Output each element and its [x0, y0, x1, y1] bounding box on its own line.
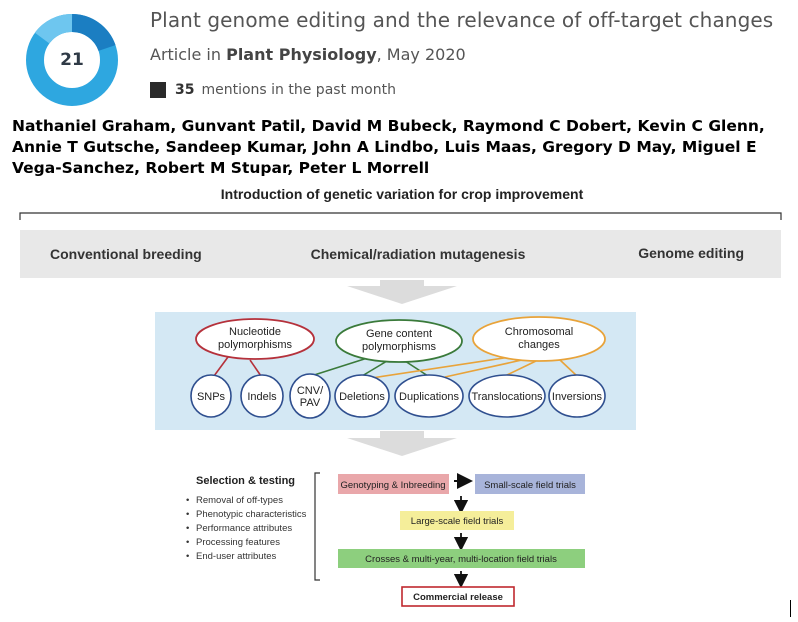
selection-bullet: • — [186, 523, 189, 534]
article-title[interactable]: Plant genome editing and the relevance o… — [150, 8, 774, 32]
selection-bullet: • — [186, 509, 189, 520]
flow-genotyping-label: Genotyping & Inbreeding — [340, 480, 445, 491]
article-journal-line: Article in Plant Physiology, May 2020 — [150, 45, 466, 64]
variant-cnv-line1: CNV/ — [297, 385, 324, 397]
article-type-prefix: Article in — [150, 45, 221, 64]
method-conventional: Conventional breeding — [50, 246, 202, 262]
mentions-square-icon — [150, 82, 166, 98]
selection-item: Performance attributes — [196, 523, 292, 534]
mentions-line: 35 mentions in the past month — [150, 82, 396, 98]
text-cursor — [790, 600, 791, 617]
flow-crosses — [338, 549, 585, 568]
down-arrow-1 — [347, 280, 457, 304]
flow-small-scale — [475, 474, 585, 494]
method-bar — [20, 230, 781, 278]
flow-small-scale-label: Small-scale field trials — [484, 480, 576, 491]
selection-item: Removal of off-types — [196, 495, 283, 506]
category-chromosomal-line1: Chromosomal — [505, 326, 573, 338]
category-chromosomal-line2: changes — [518, 339, 560, 351]
variant-indels — [240, 374, 284, 418]
method-mutagenesis: Chemical/radiation mutagenesis — [311, 246, 526, 262]
variant-duplications — [394, 374, 464, 418]
variant-indels-label: Indels — [247, 391, 277, 403]
variant-inversions — [548, 374, 606, 418]
mentions-text: mentions in the past month — [201, 82, 396, 98]
variant-cnv-line2: PAV — [300, 397, 321, 409]
variant-translocations-label: Translocations — [471, 391, 543, 403]
variant-deletions — [334, 374, 390, 418]
mentions-count: 35 — [175, 82, 195, 98]
method-editing: Genome editing — [638, 245, 744, 261]
selection-item: End-user attributes — [196, 551, 277, 562]
category-gene-content-line2: polymorphisms — [362, 341, 436, 353]
selection-item: Phenotypic characteristics — [196, 509, 307, 520]
flow-large-scale — [400, 511, 514, 530]
flow-large-scale-label: Large-scale field trials — [411, 516, 504, 527]
variant-duplications-label: Duplications — [399, 391, 459, 403]
variant-cnv — [289, 373, 331, 419]
variant-snps-label: SNPs — [197, 391, 226, 403]
article-date: , May 2020 — [376, 45, 466, 64]
flow-crosses-label: Crosses & multi-year, multi-location fie… — [365, 554, 557, 565]
category-nucleotide-line2: polymorphisms — [218, 339, 292, 351]
figure-title: Introduction of genetic variation for cr… — [221, 186, 584, 202]
category-chromosomal — [472, 316, 606, 362]
altmetric-donut-icon — [26, 13, 118, 106]
flow-bracket — [314, 472, 320, 581]
flow-release-label: Commercial release — [413, 592, 503, 603]
flow-release — [401, 586, 515, 607]
selection-bullet: • — [186, 495, 189, 506]
figure-diagram: Introduction of genetic variation for cr… — [19, 186, 782, 607]
altmetric-badge[interactable]: 21 — [22, 10, 122, 110]
variant-inversions-label: Inversions — [552, 391, 603, 403]
flow-genotyping — [338, 474, 449, 494]
variant-snps — [190, 374, 232, 418]
category-gene-content-line1: Gene content — [366, 328, 432, 340]
author-list: Nathaniel Graham, Gunvant Patil, David M… — [12, 117, 765, 177]
category-nucleotide — [195, 318, 315, 360]
variant-translocations — [468, 374, 546, 418]
variant-deletions-label: Deletions — [339, 391, 385, 403]
selection-bullet: • — [186, 551, 189, 562]
selection-heading: Selection & testing — [196, 475, 295, 487]
selection-bullet: • — [186, 537, 189, 548]
category-nucleotide-line1: Nucleotide — [229, 326, 281, 338]
top-bracket — [19, 212, 782, 220]
altmetric-score: 21 — [60, 50, 84, 70]
category-gene-content — [335, 319, 463, 363]
down-arrow-2 — [347, 431, 457, 456]
journal-name: Plant Physiology — [226, 45, 377, 64]
selection-item: Processing features — [196, 537, 280, 548]
